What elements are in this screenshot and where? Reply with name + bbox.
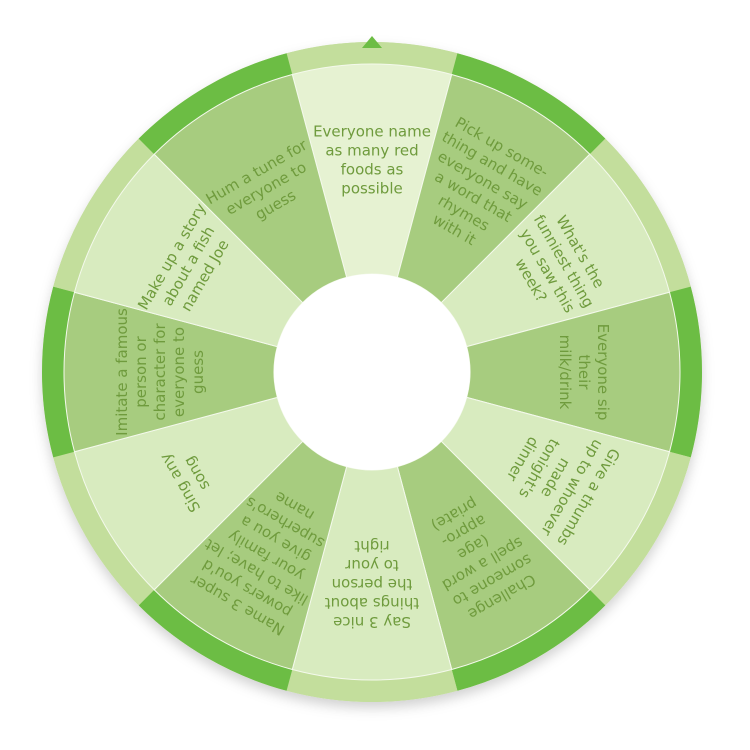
rim-band-12 <box>138 53 293 155</box>
rim-band-2 <box>451 53 606 155</box>
segment-label-7: Say 3 nicethings aboutthe personto yourr… <box>325 537 420 631</box>
rim-band-8 <box>138 589 293 691</box>
rim-band-5 <box>589 451 691 606</box>
segment-text: Say 3 nicethings aboutthe personto yourr… <box>325 537 420 631</box>
rim-band-6 <box>451 589 606 691</box>
rim-band-10 <box>41 286 75 458</box>
triangle-pointer-icon <box>362 36 382 48</box>
segment-label-4: Everyone siptheirmilk/drink <box>556 324 612 421</box>
rim-band-1 <box>286 41 458 75</box>
rim-band-7 <box>286 669 458 702</box>
center-hub <box>274 274 470 470</box>
wheel-rim <box>41 41 702 702</box>
segment-text: Everyone siptheirmilk/drink <box>556 324 612 421</box>
rim-band-3 <box>589 138 691 293</box>
segment-label-10: Imitate a famousperson orcharacter forev… <box>113 308 207 436</box>
rim-band-11 <box>53 138 155 293</box>
segment-text: Imitate a famousperson orcharacter forev… <box>113 308 207 436</box>
rim-band-9 <box>53 451 155 606</box>
rim-band-4 <box>669 286 702 458</box>
